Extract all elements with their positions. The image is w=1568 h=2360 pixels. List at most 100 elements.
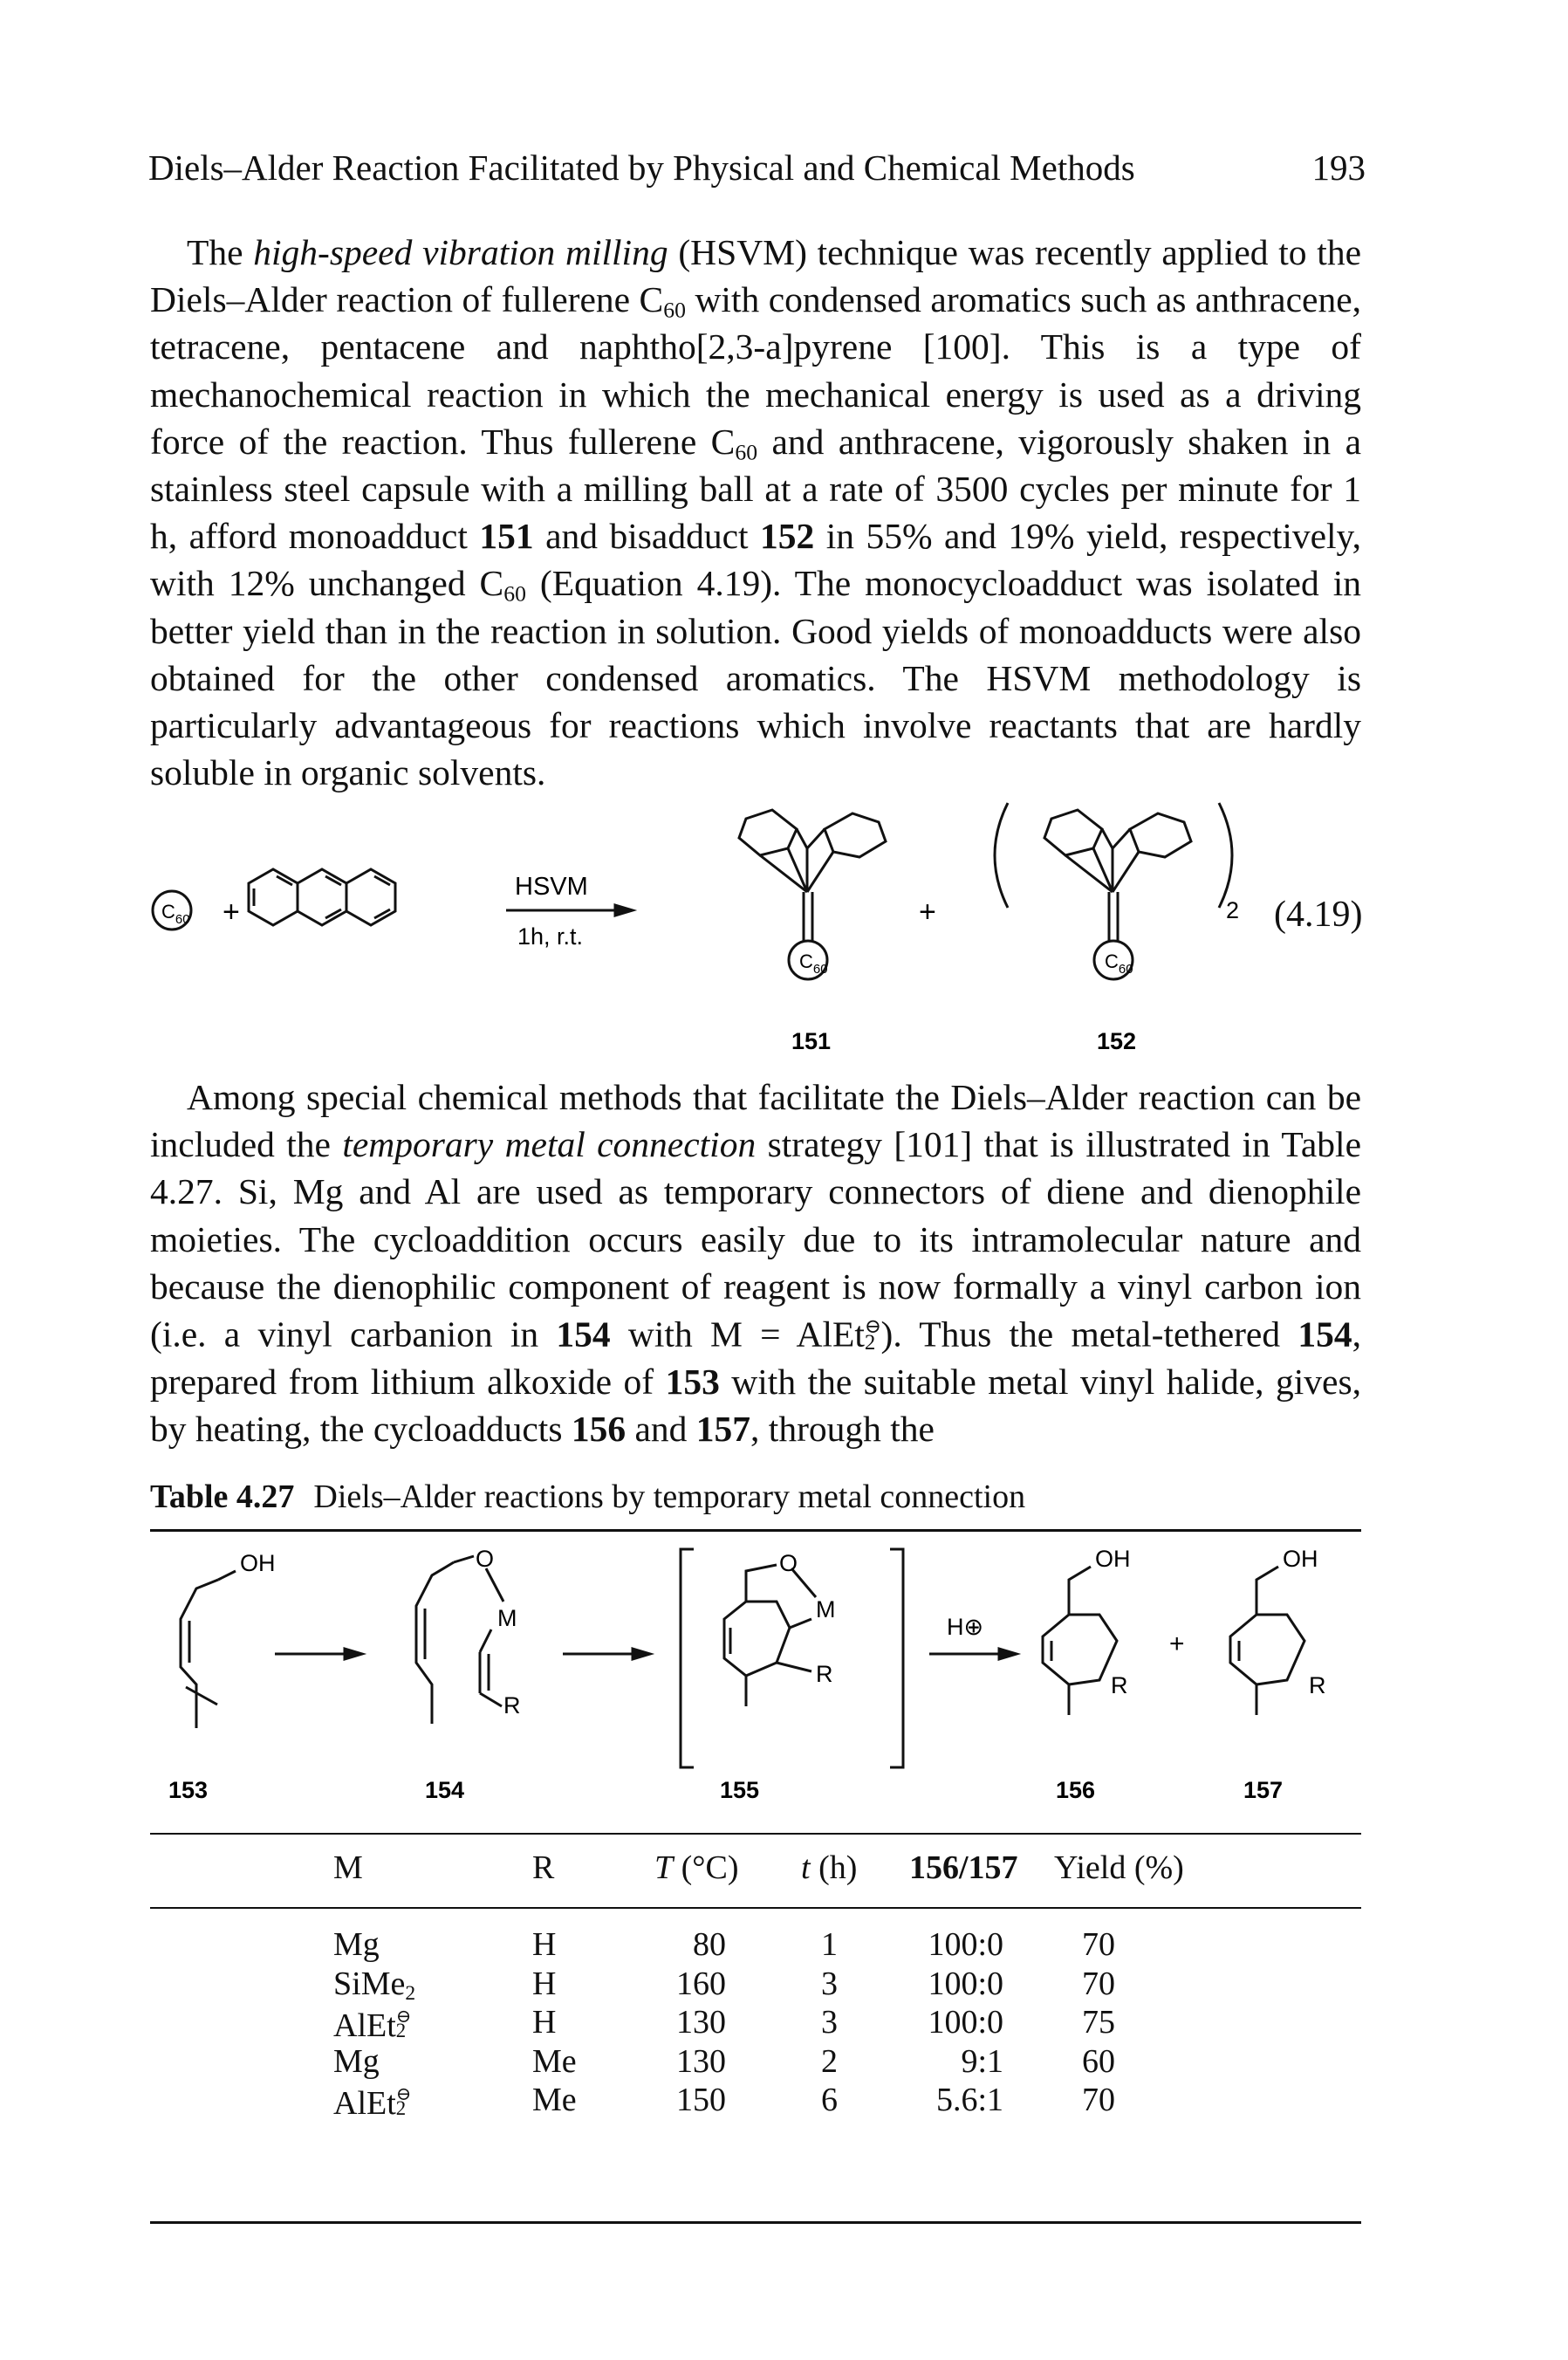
para1-text: with condensed aromatics such as anthrac… xyxy=(150,279,1361,462)
cell-ratio: 100:0 xyxy=(928,2004,1003,2041)
table-title: Diels–Alder reactions by temporary metal… xyxy=(313,1478,1026,1515)
cell-time: 3 xyxy=(821,2004,838,2041)
oh-label: OH xyxy=(240,1550,276,1576)
compound-label-151: 151 xyxy=(791,1028,831,1054)
cell-yield: 70 xyxy=(1082,1926,1115,1963)
o-label: O xyxy=(779,1550,798,1576)
para2-emphasis: temporary metal connection xyxy=(342,1124,757,1165)
compound-ref: 154 xyxy=(1298,1314,1352,1355)
acid-label: H⊕ xyxy=(947,1614,983,1640)
cell-temperature: 130 xyxy=(676,2004,726,2041)
m-label: M xyxy=(497,1605,517,1631)
structure-156 xyxy=(1041,1565,1119,1715)
cell-temperature: 80 xyxy=(693,1926,726,1963)
c60-label: C60 xyxy=(799,950,828,977)
para1-text: (HSVM) technique was recently applied to… xyxy=(150,232,1361,320)
structure-155 xyxy=(679,1547,905,1769)
para2-text: with the suitable metal vinyl halide, gi… xyxy=(150,1361,1361,1449)
cell-temperature: 160 xyxy=(676,1965,726,2002)
para1-emphasis: high-speed vibration milling xyxy=(253,232,668,272)
cell-metal: Mg xyxy=(333,2042,380,2080)
cell-r: Me xyxy=(532,2082,577,2118)
o-label: O xyxy=(476,1546,494,1572)
compound-ref: 157 xyxy=(695,1408,751,1449)
bis-subscript: 2 xyxy=(1226,897,1239,923)
page-number: 193 xyxy=(1311,148,1366,188)
compound-label-153: 153 xyxy=(168,1777,208,1803)
cell-metal: AlEt⊖2 xyxy=(333,2005,412,2044)
header-temperature: T (°C) xyxy=(654,1849,739,1886)
header-r: R xyxy=(532,1849,555,1886)
cell-time: 3 xyxy=(821,1965,838,2002)
compound-ref: 153 xyxy=(665,1361,720,1402)
running-header: Diels–Alder Reaction Facilitated by Phys… xyxy=(148,141,1366,194)
cell-yield: 75 xyxy=(1082,2004,1115,2041)
plus-sign: + xyxy=(223,895,240,929)
body-paragraph-1: The high-speed vibration milling (HSVM) … xyxy=(150,229,1361,796)
para2-text: and xyxy=(626,1408,696,1449)
table-reaction-scheme: OH O M R O M R H⊕ OH R + OH R 153 154 15… xyxy=(168,1546,1326,1803)
c60-subscript: 60 xyxy=(663,297,686,323)
oh-label: OH xyxy=(1283,1546,1318,1572)
para1-text: (Equation 4.19). The monocycloadduct was… xyxy=(150,563,1361,793)
para2-text: Among special chemical methods that faci… xyxy=(150,1077,1361,1165)
body-paragraph-2: Among special chemical methods that faci… xyxy=(150,1074,1361,1452)
compound-label-156: 156 xyxy=(1056,1777,1095,1803)
cell-r: Me xyxy=(532,2042,577,2080)
para2-text: strategy [101] that is illustrated in Ta… xyxy=(150,1124,1361,1355)
anthracene-structure xyxy=(247,868,397,927)
cell-r: H xyxy=(532,1965,557,2002)
cell-ratio: 9:1 xyxy=(961,2042,1003,2080)
cell-time: 1 xyxy=(821,1926,838,1963)
c60-label: C60 xyxy=(1105,950,1133,977)
cell-time: 6 xyxy=(821,2082,838,2118)
cell-r: H xyxy=(532,2004,557,2041)
compound-label-152: 152 xyxy=(1097,1028,1136,1054)
compound-label-157: 157 xyxy=(1243,1777,1283,1803)
c60-subscript: 60 xyxy=(503,580,526,607)
compound-ref: 152 xyxy=(760,516,815,557)
conditions-label: 1h, r.t. xyxy=(517,923,583,950)
cell-metal: SiMe2 xyxy=(333,1965,416,2005)
plus-sign: + xyxy=(1169,1629,1185,1658)
bisadduct-152-structure xyxy=(993,802,1234,981)
r-label: R xyxy=(1111,1672,1128,1698)
table-number: Table 4.27 xyxy=(150,1478,295,1515)
oh-label: OH xyxy=(1095,1546,1131,1572)
cell-yield: 60 xyxy=(1082,2042,1115,2080)
cell-temperature: 150 xyxy=(676,2082,726,2118)
c60-subscript: 60 xyxy=(735,439,758,465)
c60-ball-icon xyxy=(151,889,193,931)
m-label: M xyxy=(816,1596,836,1622)
table-bottom-rule xyxy=(150,2221,1361,2224)
cell-ratio: 5.6:1 xyxy=(935,2082,1003,2118)
para1-lead: The xyxy=(187,232,254,272)
cell-metal: Mg xyxy=(333,1926,380,1963)
alet-charge: ⊖2 xyxy=(864,1315,881,1355)
plus-sign: + xyxy=(919,895,936,929)
equation-number: (4.19) xyxy=(1274,895,1363,935)
para2-text: with M = AlEt xyxy=(610,1314,865,1355)
header-m: M xyxy=(333,1849,363,1886)
equation-4-19-scheme: C60 + HSVM 1h, r.t. C60 + C60 2 151 152 xyxy=(151,802,1239,1054)
cell-r: H xyxy=(532,1926,557,1963)
cell-temperature: 130 xyxy=(676,2042,726,2080)
compound-label-155: 155 xyxy=(720,1777,759,1803)
structure-153 xyxy=(179,1569,236,1728)
para2-text: , through the xyxy=(750,1408,935,1449)
compound-ref: 154 xyxy=(556,1314,611,1355)
table-top-rule xyxy=(150,1529,1361,1532)
running-title: Diels–Alder Reaction Facilitated by Phys… xyxy=(148,148,1135,188)
monoadduct-151-structure xyxy=(737,808,887,981)
r-label: R xyxy=(503,1692,521,1719)
para1-text: and anthracene, vigorously shaken in a s… xyxy=(150,421,1361,557)
para1-text: in 55% and 19% yield, respectively, with… xyxy=(150,516,1361,604)
compound-ref: 151 xyxy=(479,516,534,557)
structure-157 xyxy=(1229,1565,1306,1715)
cell-ratio: 100:0 xyxy=(928,1965,1003,2002)
cell-ratio: 100:0 xyxy=(928,1926,1003,1963)
